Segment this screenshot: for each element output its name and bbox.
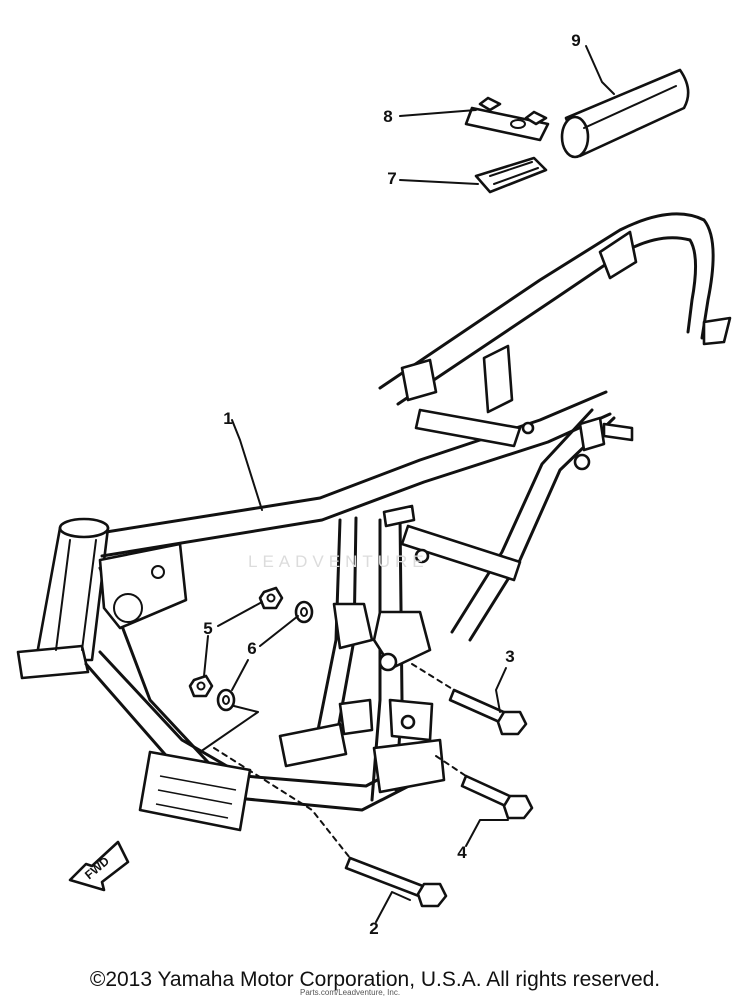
callout-9: 9 [571,31,580,50]
forward-arrow-icon: FWD [68,840,130,892]
part-3-bolt[interactable] [448,688,528,736]
part-6-washer-upper[interactable] [294,600,314,624]
leader-lines [199,45,615,923]
callout-3: 3 [505,647,514,666]
copyright-text: ©2013 Yamaha Motor Corporation, U.S.A. A… [89,968,661,991]
credit-text: Parts.com/Leadventure, Inc. [300,988,401,997]
callout-6: 6 [247,639,256,658]
part-8-bracket[interactable] [464,96,550,142]
callout-4: 4 [457,843,467,862]
part-5-nut-upper[interactable] [258,586,284,610]
part-7-pad[interactable] [474,156,548,194]
part-1-frame[interactable] [16,212,732,832]
watermark: LEADVENTURE [248,552,429,571]
callout-7: 7 [387,169,396,188]
part-5-nut-lower[interactable] [188,674,214,698]
callout-1: 1 [223,409,232,428]
callout-8: 8 [383,107,392,126]
part-6-washer-lower[interactable] [216,688,236,712]
callout-5: 5 [203,619,212,638]
part-4-bolt[interactable] [460,774,534,820]
part-2-bolt[interactable] [344,856,448,908]
part-9-tube[interactable] [560,68,690,159]
callout-2: 2 [369,919,378,938]
